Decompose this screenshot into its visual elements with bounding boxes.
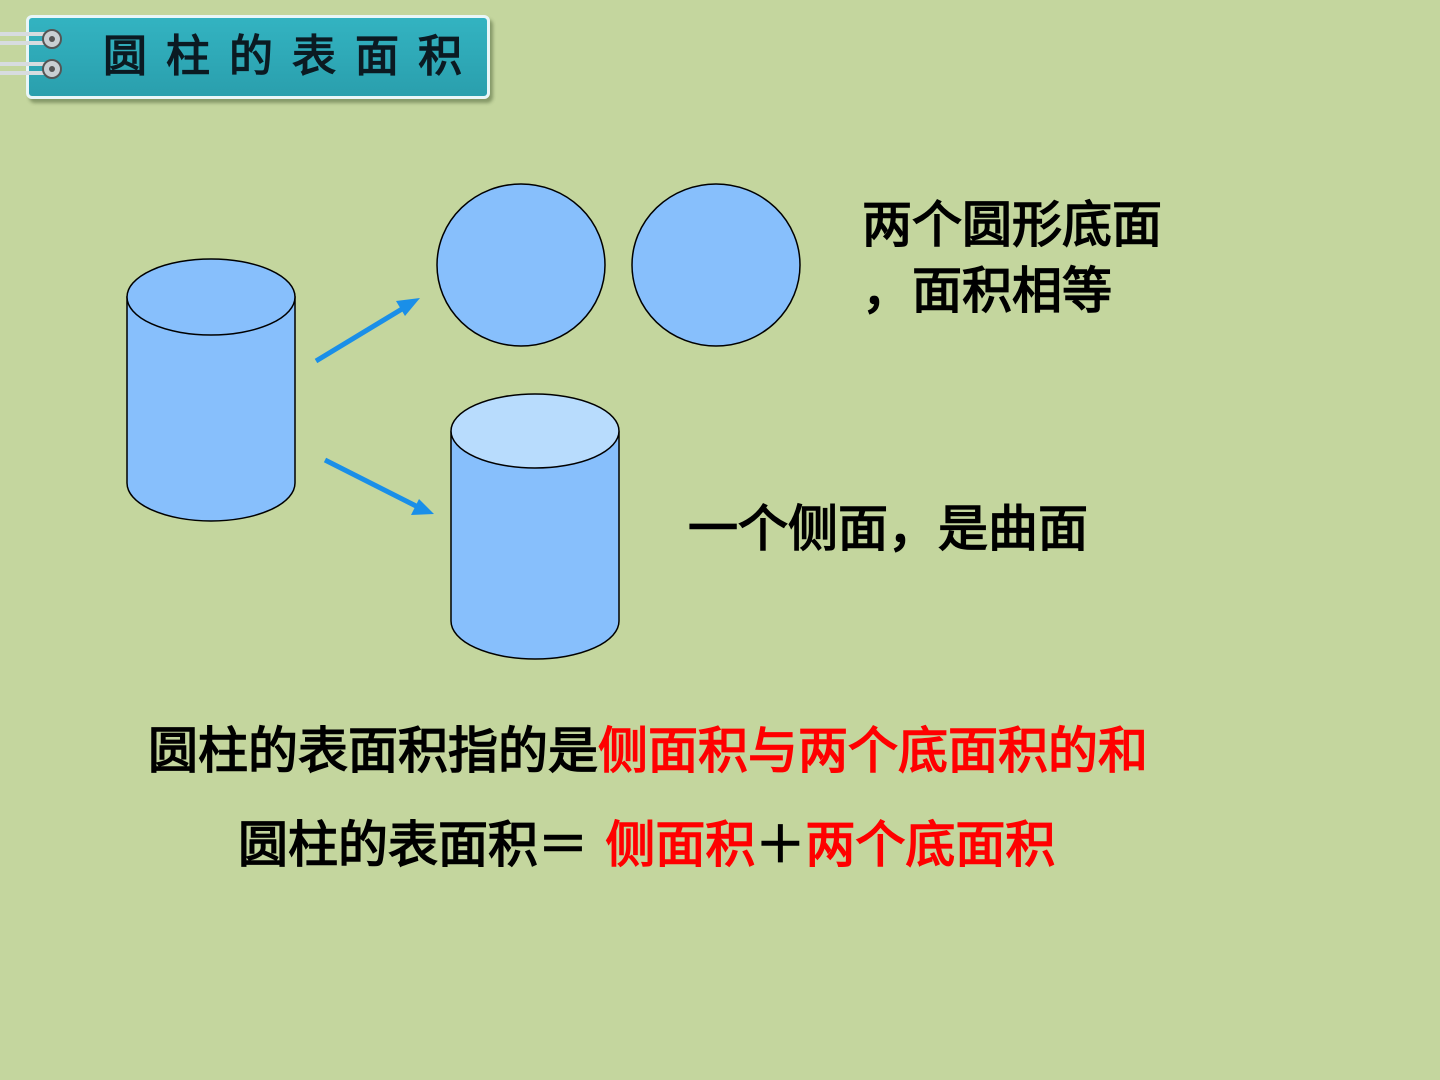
binder-rings-icon xyxy=(0,29,62,79)
base-circle-right xyxy=(631,183,801,347)
definition-prefix: 圆柱的表面积指的是 xyxy=(148,721,598,780)
bases-description: 两个圆形底面 ，面积相等 xyxy=(862,192,1162,324)
formula: 圆柱的表面积＝ 侧面积＋两个底面积 xyxy=(238,810,1055,880)
bases-description-line1: 两个圆形底面 xyxy=(862,195,1162,254)
definition-highlight: 侧面积与两个底面积的和 xyxy=(598,721,1148,780)
lateral-description: 一个侧面，是曲面 xyxy=(688,499,1088,558)
slide-title: 圆柱的表面积 xyxy=(103,31,481,82)
arrow-to-lateral xyxy=(323,457,434,515)
formula-lhs: 圆柱的表面积＝ xyxy=(238,815,588,874)
formula-term-lateral: 侧面积 xyxy=(605,815,756,874)
bases-description-line2: ，面积相等 xyxy=(862,261,1112,320)
cylinder-original xyxy=(126,258,296,522)
formula-term-bases: 两个底面积 xyxy=(805,815,1056,874)
arrow-to-bases xyxy=(314,298,420,364)
title-badge: 圆柱的表面积 xyxy=(26,15,490,99)
cylinder-lateral xyxy=(450,393,620,660)
base-circle-left xyxy=(436,183,606,347)
formula-plus: ＋ xyxy=(755,815,806,874)
binder-ring-top xyxy=(0,29,62,49)
binder-ring-bottom xyxy=(0,59,62,79)
definition-sentence: 圆柱的表面积指的是侧面积与两个底面积的和 xyxy=(148,716,1148,786)
